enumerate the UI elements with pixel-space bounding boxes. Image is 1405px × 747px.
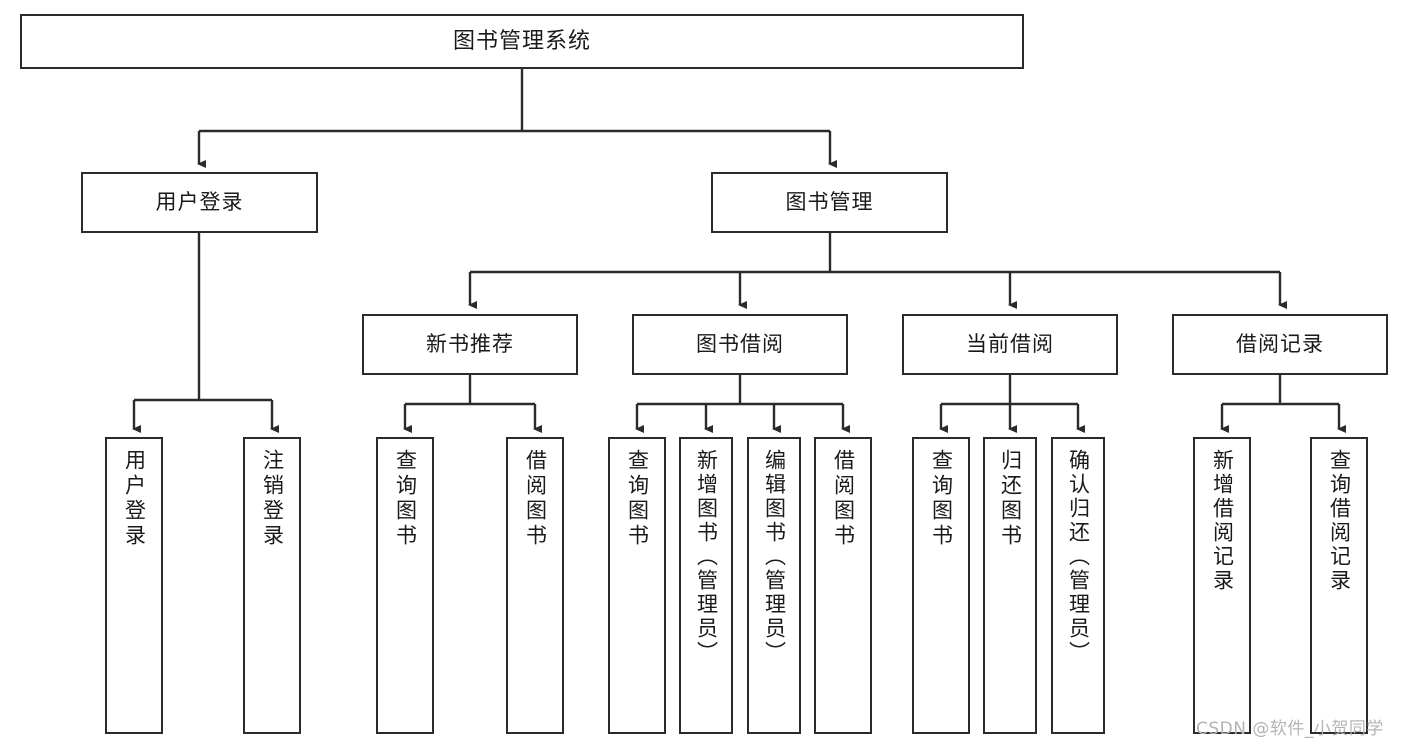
leaf-confirm-return-admin-label: 确认归还（管理员） xyxy=(1066,449,1091,665)
node-new-book-recommend[interactable]: 新书推荐 xyxy=(362,314,578,375)
leaf-current-query-book-label: 查询图书 xyxy=(929,449,954,549)
csdn-watermark: CSDN @软件_小贺同学 xyxy=(1196,719,1384,739)
node-current-borrow-label: 当前借阅 xyxy=(966,332,1054,357)
leaf-borrow-query-book-label: 查询图书 xyxy=(625,449,650,549)
leaf-add-borrow-record[interactable]: 新增借阅记录 xyxy=(1193,437,1251,734)
leaf-logout-label: 注销登录 xyxy=(260,449,285,549)
leaf-logout[interactable]: 注销登录 xyxy=(243,437,301,734)
leaf-query-borrow-record-label: 查询借阅记录 xyxy=(1327,449,1352,593)
leaf-current-query-book[interactable]: 查询图书 xyxy=(912,437,970,734)
node-user-login[interactable]: 用户登录 xyxy=(81,172,318,233)
leaf-user-login[interactable]: 用户登录 xyxy=(105,437,163,734)
leaf-new-book-borrow-book-label: 借阅图书 xyxy=(523,449,548,549)
leaf-edit-book-admin[interactable]: 编辑图书（管理员） xyxy=(747,437,801,734)
leaf-borrow-book[interactable]: 借阅图书 xyxy=(814,437,872,734)
node-user-login-label: 用户登录 xyxy=(155,190,244,215)
leaf-query-borrow-record[interactable]: 查询借阅记录 xyxy=(1310,437,1368,734)
node-borrow-record-label: 借阅记录 xyxy=(1236,332,1324,357)
node-current-borrow[interactable]: 当前借阅 xyxy=(902,314,1118,375)
leaf-return-book-label: 归还图书 xyxy=(998,449,1023,549)
node-root-label: 图书管理系统 xyxy=(452,28,591,54)
node-book-borrow-label: 图书借阅 xyxy=(696,332,784,357)
node-borrow-record[interactable]: 借阅记录 xyxy=(1172,314,1388,375)
leaf-new-book-borrow-book[interactable]: 借阅图书 xyxy=(506,437,564,734)
leaf-borrow-query-book[interactable]: 查询图书 xyxy=(608,437,666,734)
node-root[interactable]: 图书管理系统 xyxy=(20,14,1024,69)
node-new-book-recommend-label: 新书推荐 xyxy=(426,332,514,357)
leaf-borrow-book-label: 借阅图书 xyxy=(831,449,856,549)
leaf-new-book-query-book[interactable]: 查询图书 xyxy=(376,437,434,734)
node-book-management[interactable]: 图书管理 xyxy=(711,172,948,233)
node-book-management-label: 图书管理 xyxy=(785,190,874,215)
leaf-user-login-label: 用户登录 xyxy=(122,449,147,549)
leaf-confirm-return-admin[interactable]: 确认归还（管理员） xyxy=(1051,437,1105,734)
leaf-add-book-admin-label: 新增图书（管理员） xyxy=(694,449,719,665)
leaf-new-book-query-book-label: 查询图书 xyxy=(393,449,418,549)
node-book-borrow[interactable]: 图书借阅 xyxy=(632,314,848,375)
leaf-add-book-admin[interactable]: 新增图书（管理员） xyxy=(679,437,733,734)
leaf-edit-book-admin-label: 编辑图书（管理员） xyxy=(762,449,787,665)
leaf-return-book[interactable]: 归还图书 xyxy=(983,437,1037,734)
leaf-add-borrow-record-label: 新增借阅记录 xyxy=(1210,449,1235,593)
